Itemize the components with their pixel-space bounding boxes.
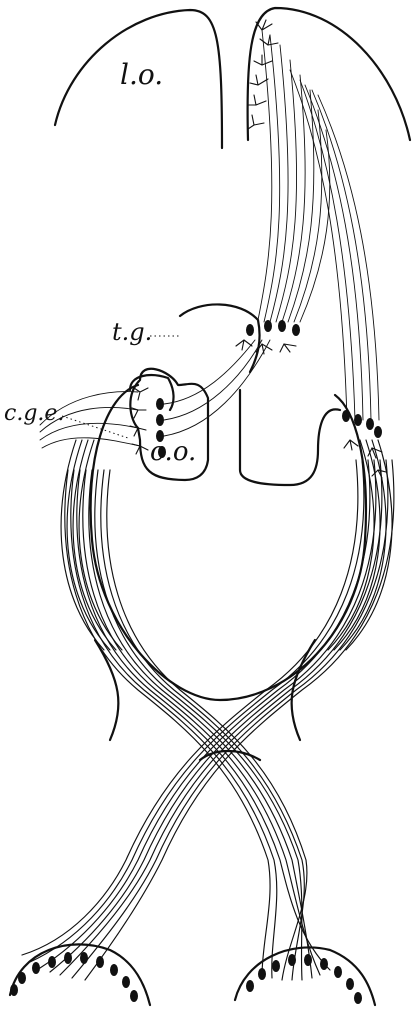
upper-bridge-outline [180, 304, 260, 372]
label-lobus-opticus: l.o. [120, 58, 163, 91]
tracts-crossing [22, 440, 394, 980]
label-corpus-geniculatum-externum: c.g.e. [4, 401, 64, 426]
ascending-fibers [258, 30, 379, 420]
right-neck-outline [292, 640, 315, 740]
right-inner-lobe-outline [240, 390, 340, 485]
tg-neurons [236, 320, 300, 354]
left-neck-outline [95, 640, 118, 740]
left-retina-ganglion-cells [10, 952, 138, 1002]
optic-lobes [55, 8, 410, 148]
left-retina-outline [10, 944, 150, 1005]
cge-nucleus-outline [130, 375, 174, 410]
label-tectum-geniculatum: t.g. [112, 318, 152, 346]
label-chiasma-opticum: c.o. [150, 437, 196, 467]
cge-leader [62, 416, 128, 438]
